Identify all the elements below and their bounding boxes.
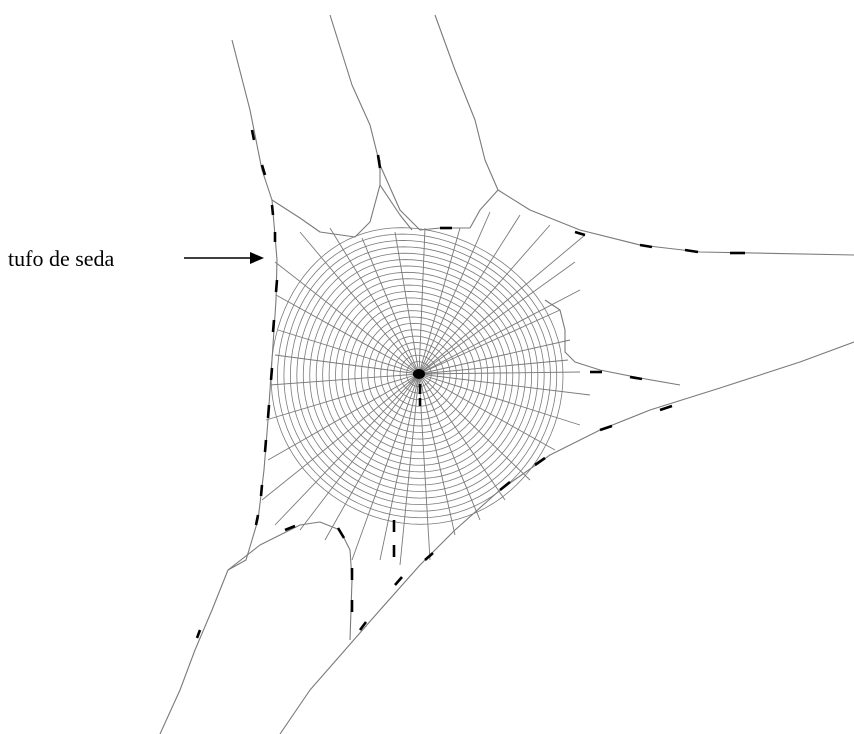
silk-tuft bbox=[499, 480, 511, 492]
radial-thread bbox=[351, 373, 420, 561]
callout-arrow-head bbox=[250, 252, 264, 264]
spiral-thread bbox=[315, 271, 520, 479]
radial-thread bbox=[418, 224, 551, 375]
spiral-thread bbox=[296, 252, 539, 499]
radial-thread bbox=[418, 339, 571, 375]
spiral-thread bbox=[328, 284, 507, 466]
radial-thread bbox=[361, 237, 420, 375]
silk-tuft bbox=[659, 404, 673, 412]
silk-tuft bbox=[534, 456, 546, 467]
silk-tuft bbox=[259, 484, 264, 497]
spiral-thread bbox=[406, 361, 432, 387]
silk-tuft bbox=[270, 204, 275, 216]
silk-tuft bbox=[639, 243, 653, 249]
silk-tuft bbox=[271, 319, 276, 333]
silk-tuft bbox=[599, 424, 613, 432]
silk-tuft bbox=[684, 248, 699, 254]
silk-tuft bbox=[629, 375, 643, 381]
spiral-thread bbox=[354, 310, 482, 440]
spiral-thread bbox=[386, 342, 451, 407]
silk-tufts bbox=[195, 129, 745, 639]
radial-thread bbox=[418, 373, 481, 521]
silk-tuft bbox=[254, 514, 260, 526]
radial-thread bbox=[277, 329, 420, 375]
spiral-thread bbox=[360, 316, 476, 433]
silk-tuft bbox=[266, 404, 271, 419]
radial-thread bbox=[274, 373, 420, 526]
radial-thread bbox=[418, 371, 581, 375]
spiral-thread bbox=[373, 329, 464, 420]
frame-thread bbox=[469, 189, 499, 229]
spiral-thread bbox=[322, 278, 514, 473]
silk-tuft bbox=[336, 527, 346, 539]
radial-thread bbox=[418, 261, 576, 375]
radial-thread bbox=[418, 309, 561, 375]
radial-thread bbox=[418, 227, 426, 375]
silk-tuft bbox=[284, 524, 296, 532]
silk-tuft bbox=[195, 629, 202, 639]
silk-tuft bbox=[260, 164, 267, 176]
web-hub bbox=[413, 369, 425, 379]
spiral-thread bbox=[380, 335, 457, 414]
radial-thread bbox=[418, 373, 556, 451]
frame-thread bbox=[329, 14, 470, 231]
spiral-thread bbox=[335, 291, 501, 460]
radial-thread bbox=[418, 227, 461, 375]
silk-tuft-callout: tufo de seda bbox=[8, 246, 264, 271]
radial-thread bbox=[418, 234, 586, 375]
spiral-thread bbox=[348, 303, 489, 446]
spiral-thread bbox=[367, 322, 470, 427]
radial-thread bbox=[394, 231, 420, 375]
silk-tuft bbox=[424, 552, 434, 561]
spiral-thread bbox=[399, 354, 438, 394]
silk-tuft bbox=[358, 621, 368, 631]
spiral-thread bbox=[283, 240, 551, 512]
radial-thread bbox=[265, 373, 420, 421]
radial-thread bbox=[299, 373, 420, 531]
frame-thread bbox=[271, 160, 381, 238]
silk-tuft bbox=[263, 439, 268, 453]
silk-tuft bbox=[574, 230, 586, 237]
spiral-thread bbox=[309, 265, 526, 486]
radial-thread bbox=[379, 373, 420, 561]
radial-thread bbox=[261, 373, 420, 501]
silk-tuft bbox=[394, 576, 403, 586]
frame-thread bbox=[279, 341, 854, 734]
radial-thread bbox=[274, 354, 420, 375]
frame-thread bbox=[379, 184, 413, 231]
radial-thread bbox=[418, 373, 581, 426]
silk-tuft bbox=[376, 154, 382, 169]
frame-threads bbox=[159, 14, 854, 734]
radial-thread bbox=[267, 373, 420, 461]
spiral-thread bbox=[277, 233, 558, 519]
radial-thread bbox=[269, 373, 420, 386]
radial-thread bbox=[418, 373, 591, 396]
frame-thread bbox=[227, 521, 353, 641]
spiral-thread bbox=[341, 297, 495, 453]
silk-tuft-label: tufo de seda bbox=[8, 246, 115, 271]
radial-threads bbox=[261, 211, 591, 566]
silk-tuft bbox=[274, 279, 279, 293]
frame-thread bbox=[159, 39, 278, 734]
frame-thread bbox=[434, 14, 854, 256]
radial-thread bbox=[418, 214, 521, 375]
spiral-thread bbox=[393, 348, 445, 401]
silk-tuft bbox=[250, 129, 256, 141]
radial-thread bbox=[418, 211, 491, 375]
spiral-thread bbox=[289, 246, 545, 506]
spiral-thread bbox=[302, 259, 533, 492]
silk-tuft bbox=[269, 367, 274, 381]
